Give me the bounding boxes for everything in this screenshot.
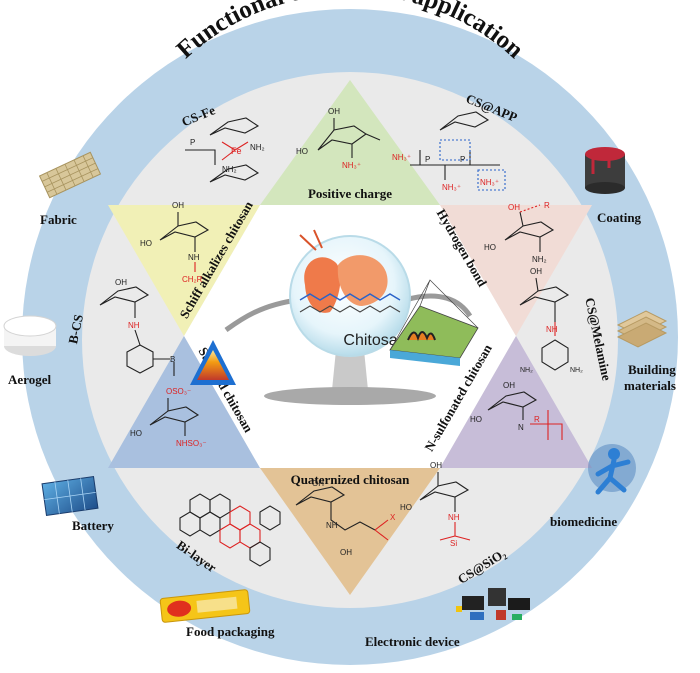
label-electronic-device: Electronic device: [365, 634, 460, 649]
svg-text:HO: HO: [296, 147, 308, 156]
svg-text:NH: NH: [546, 325, 558, 334]
label-b-cs: B-CS: [65, 313, 86, 345]
svg-text:P: P: [460, 155, 465, 164]
label-building-line1: Building: [628, 362, 676, 377]
label-building-line2: materials: [624, 378, 676, 393]
svg-text:NH: NH: [326, 521, 338, 530]
center-chitosan-illustration: Chitosan: [190, 229, 479, 405]
center-chitosan-label: Chitosan: [343, 332, 406, 349]
structure-positive-charge: OH HO NH₃⁺: [296, 107, 381, 170]
triangle-positive-charge: [260, 80, 440, 205]
fabric-icon: [38, 151, 102, 199]
svg-text:NH₃⁺: NH₃⁺: [480, 178, 499, 187]
svg-text:P: P: [190, 138, 195, 147]
electronic-device-icon: [456, 588, 530, 620]
structure-cs-fe: Fe NH₂ NH₂ P: [185, 117, 265, 183]
structure-quaternized: NH X OH OH: [295, 479, 396, 557]
label-coating: Coating: [597, 210, 642, 225]
aerogel-icon: [3, 315, 57, 356]
svg-text:R: R: [544, 201, 550, 210]
svg-text:OH: OH: [508, 203, 520, 212]
svg-text:Fe: Fe: [231, 146, 242, 156]
svg-text:OH: OH: [115, 278, 127, 287]
svg-text:OH: OH: [340, 548, 352, 557]
biomedicine-icon: [588, 444, 636, 495]
triangle-schiff: [108, 205, 260, 336]
svg-text:NHSO₃⁻: NHSO₃⁻: [176, 439, 207, 448]
structure-hydrogen-bond: OH R HO NH₂: [484, 201, 555, 264]
svg-text:HO: HO: [400, 503, 412, 512]
svg-text:OH: OH: [328, 107, 340, 116]
label-aerogel: Aerogel: [8, 372, 51, 387]
structure-n-sulfonated: N R HO OH: [470, 381, 563, 440]
svg-text:NH: NH: [128, 321, 140, 330]
label-quaternized: Quaternized chitosan: [291, 472, 411, 487]
label-fabric: Fabric: [40, 212, 77, 227]
svg-text:HO: HO: [140, 239, 152, 248]
coating-icon: [585, 147, 625, 194]
svg-text:OH: OH: [172, 201, 184, 210]
svg-text:NH₂: NH₂: [532, 255, 547, 264]
svg-text:NH: NH: [448, 513, 460, 522]
structure-cs-sio2: NH Si OH HO: [400, 461, 471, 548]
svg-text:N: N: [518, 423, 524, 432]
triangle-sulfated: [108, 336, 260, 468]
svg-text:NH₃⁺: NH₃⁺: [392, 153, 411, 162]
structure-cs-melamine: NH NH₂ NH₂ OH: [519, 267, 583, 374]
structure-cs-app: NH₃⁺ NH₃⁺ NH₃⁺ P P: [392, 111, 506, 192]
svg-text:OH: OH: [430, 461, 442, 470]
structure-bi-layer: [179, 493, 281, 567]
building-materials-icon: [616, 310, 668, 348]
svg-text:HO: HO: [470, 415, 482, 424]
svg-text:OH: OH: [530, 267, 542, 276]
svg-text:OH: OH: [312, 479, 324, 488]
label-biomedicine: biomedicine: [550, 514, 617, 529]
label-food-packaging: Food packaging: [186, 624, 275, 639]
svg-text:NH: NH: [188, 253, 200, 262]
svg-text:OH: OH: [503, 381, 515, 390]
svg-text:CH₂R: CH₂R: [182, 275, 203, 284]
svg-text:X: X: [390, 513, 396, 522]
svg-text:HO: HO: [130, 429, 142, 438]
label-battery: Battery: [72, 518, 114, 533]
svg-text:R: R: [534, 415, 540, 424]
battery-icon: [41, 475, 99, 517]
svg-text:NH₂: NH₂: [570, 367, 583, 374]
label-positive-charge: Positive charge: [308, 186, 392, 201]
svg-text:OSO₃⁻: OSO₃⁻: [166, 387, 191, 396]
svg-text:P: P: [425, 155, 430, 164]
svg-text:NH₂: NH₂: [250, 143, 265, 152]
triangle-n-sulfonated: [440, 336, 592, 468]
triangle-hydrogen-bond: [440, 205, 592, 336]
svg-text:NH₃⁺: NH₃⁺: [442, 183, 461, 192]
svg-text:B: B: [170, 355, 175, 364]
structure-schiff: OH HO NH CH₂R: [140, 201, 210, 284]
svg-text:HO: HO: [484, 243, 496, 252]
structure-b-cs: NH B OH: [99, 278, 175, 376]
food-packaging-icon: [159, 589, 251, 623]
structure-sulfated: OSO₃⁻ NHSO₃⁻ HO: [130, 387, 207, 448]
svg-text:Si: Si: [450, 539, 457, 548]
svg-text:NH₂: NH₂: [520, 367, 533, 374]
svg-text:NH₃⁺: NH₃⁺: [342, 161, 361, 170]
svg-text:NH₂: NH₂: [222, 165, 237, 174]
